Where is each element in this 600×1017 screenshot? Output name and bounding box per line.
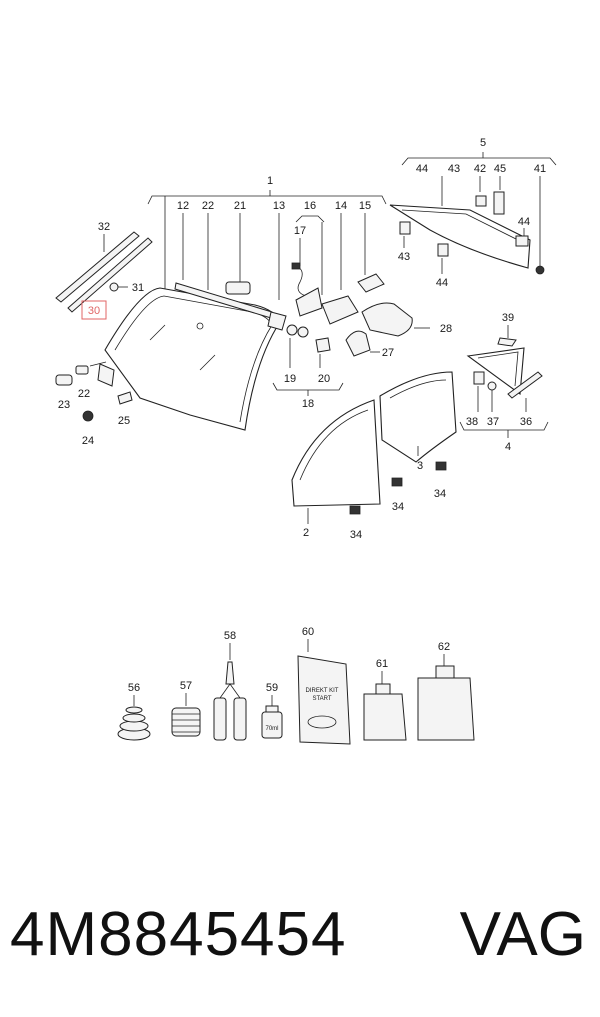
clip-38 (473, 371, 485, 385)
callout-30: 30 (88, 305, 100, 317)
callout-27: 27 (382, 347, 394, 359)
callout-42: 42 (474, 163, 486, 175)
callout-28: 28 (440, 323, 452, 335)
callout-34-c: 34 (350, 529, 362, 541)
callout-4: 4 (505, 441, 511, 453)
callout-32: 32 (98, 221, 110, 233)
sensor-19b (297, 326, 309, 338)
callout-19: 19 (284, 373, 296, 385)
callout-34-a: 34 (392, 501, 404, 513)
callout-31: 31 (132, 282, 144, 294)
washer-nozzle-22 (75, 365, 89, 375)
door-window-3 (379, 371, 457, 463)
parts-exploded-diagram: 1 32 12 22 21 13 16 17 14 15 30 31 (55, 137, 557, 745)
callout-56: 56 (128, 682, 140, 694)
bottle-59-label: 70ml (265, 726, 278, 732)
clip-42 (475, 195, 487, 207)
callout-2: 2 (303, 527, 309, 539)
windscreen-glass (104, 287, 281, 431)
rear-window-glass (389, 204, 531, 269)
sensor-19 (286, 324, 298, 336)
sealant-roll-57 (171, 707, 201, 737)
clip-31 (109, 282, 119, 292)
callout-5: 5 (480, 137, 486, 149)
callout-57: 57 (180, 680, 192, 692)
clip-44-right (515, 235, 529, 247)
callout-41: 41 (534, 163, 546, 175)
mirror-base-14 (321, 295, 359, 325)
sensor-cover-21 (225, 281, 251, 295)
quarter-window-glass (466, 347, 525, 396)
part-number: 4M8845454 (10, 900, 347, 969)
cover-28 (361, 302, 413, 337)
callout-44-c: 44 (518, 216, 530, 228)
clip-39 (497, 337, 517, 347)
sensor-20 (315, 337, 331, 353)
brand-label: VAG (459, 900, 586, 969)
cover-15 (357, 273, 385, 293)
callout-24: 24 (82, 435, 94, 447)
callout-23: 23 (58, 399, 70, 411)
callout-58: 58 (224, 630, 236, 642)
callout-44-a: 44 (416, 163, 428, 175)
wire-17 (295, 265, 307, 297)
sealant-roll-56 (117, 706, 151, 741)
clip-37 (487, 381, 497, 391)
callout-43-b: 43 (398, 251, 410, 263)
bottle-59: 70ml (261, 705, 283, 739)
callout-14: 14 (335, 200, 347, 212)
callout-20: 20 (318, 373, 330, 385)
callout-62: 62 (438, 641, 450, 653)
callout-22: 22 (202, 200, 214, 212)
callout-22-left: 22 (78, 388, 90, 400)
callout-36: 36 (520, 416, 532, 428)
callout-18: 18 (302, 398, 314, 410)
bolt-34-c (349, 505, 361, 515)
callout-13: 13 (273, 200, 285, 212)
packet-60-label-2: START (312, 696, 331, 702)
callout-30-highlight-box (81, 300, 107, 320)
primer-bottle-61 (363, 683, 407, 741)
bracket-near-22 (97, 363, 115, 387)
callout-34-b: 34 (434, 488, 446, 500)
callout-38: 38 (466, 416, 478, 428)
bolt-34-a (391, 477, 403, 487)
sensor-housing (295, 287, 323, 317)
bracket-27 (345, 330, 371, 357)
bolt-34-b (435, 461, 447, 471)
nut-24 (82, 410, 94, 422)
callout-12: 12 (177, 200, 189, 212)
repair-kit-packet-60: DIREKT KIT START (297, 655, 351, 745)
callout-21: 21 (234, 200, 246, 212)
callout-15: 15 (359, 200, 371, 212)
callout-59: 59 (266, 682, 278, 694)
callout-25: 25 (118, 415, 130, 427)
primer-bottle-62 (417, 665, 475, 741)
door-window-2 (291, 399, 381, 507)
callout-44-b: 44 (436, 277, 448, 289)
clip-45 (493, 191, 505, 215)
footer-part-line: 4M8845454 VAG (0, 890, 600, 990)
callout-1: 1 (267, 175, 273, 187)
clip-44-mid (437, 243, 449, 257)
cartridge-kit-58 (213, 661, 247, 741)
callout-17: 17 (294, 225, 306, 237)
bracket-13 (267, 311, 287, 331)
callout-16: 16 (304, 200, 316, 212)
clip-43-left (399, 221, 411, 235)
trim-strip-32 (55, 231, 153, 313)
callout-43-a: 43 (448, 163, 460, 175)
clip-25 (117, 391, 133, 405)
callout-45: 45 (494, 163, 506, 175)
packet-60-label-1: DIREKT KIT (306, 688, 339, 694)
callout-37: 37 (487, 416, 499, 428)
callout-39: 39 (502, 312, 514, 324)
callout-61: 61 (376, 658, 388, 670)
plug-23 (55, 374, 73, 386)
seal-36 (507, 371, 543, 399)
callout-60: 60 (302, 626, 314, 638)
callout-3: 3 (417, 460, 423, 472)
